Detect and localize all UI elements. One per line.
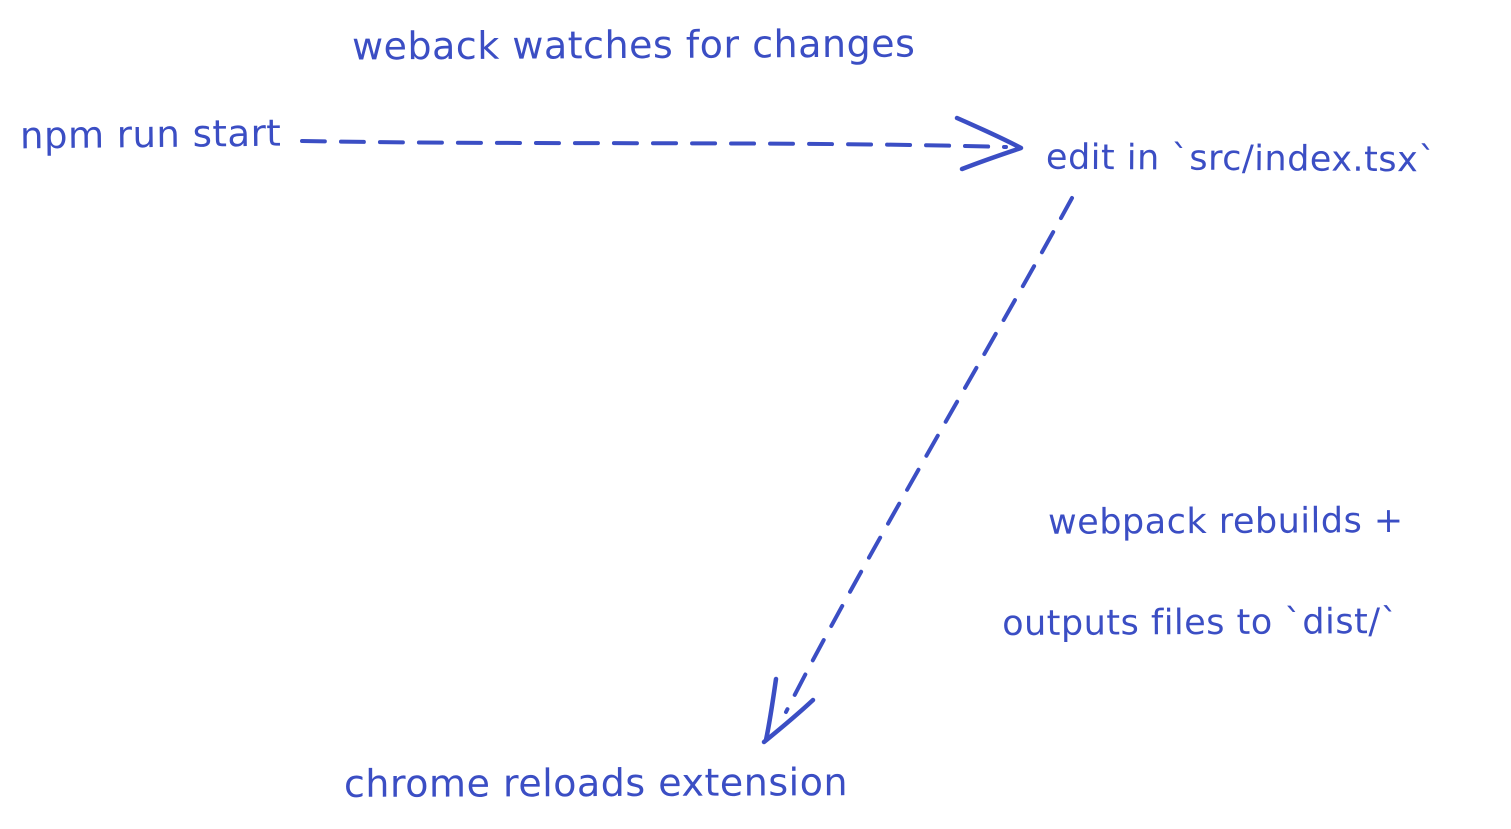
node-chrome-reloads-extension: chrome reloads extension xyxy=(343,760,849,806)
caption-webpack-watches: weback watches for changes xyxy=(351,21,916,69)
caption-webpack-rebuilds: webpack rebuilds + outputs files to `dis… xyxy=(1001,451,1405,743)
arrowhead-down-icon xyxy=(763,676,779,743)
arrowhead-right-icon xyxy=(954,115,1024,172)
arrowhead-down-icon xyxy=(761,697,816,745)
node-npm-run-start: npm run start xyxy=(19,111,282,158)
dashed-line xyxy=(784,196,1074,714)
dashed-arrow-edit-to-chrome xyxy=(761,196,1074,745)
dashed-line xyxy=(300,139,1008,149)
caption-webpack-rebuilds-line2: outputs files to `dist/` xyxy=(1002,601,1399,644)
caption-webpack-rebuilds-line1: webpack rebuilds + xyxy=(1048,501,1404,544)
dashed-arrow-npm-to-edit xyxy=(300,115,1024,172)
node-edit-src-index: edit in `src/index.tsx` xyxy=(1045,137,1437,181)
